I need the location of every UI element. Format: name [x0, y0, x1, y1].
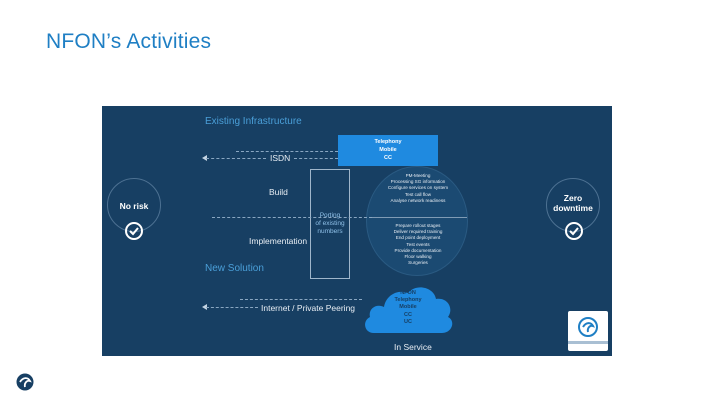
- build-label: Build: [269, 187, 288, 197]
- nfon-logo-icon: [578, 317, 598, 337]
- list-item: Deliver required training: [393, 229, 443, 235]
- nfon-logo-box: [568, 311, 608, 351]
- list-item: Floor walking: [404, 254, 432, 260]
- implementation-label: Implementation: [249, 236, 308, 246]
- activities-circle: [366, 166, 468, 276]
- divider-line-left: [212, 217, 372, 218]
- porting-line-2: of existing: [315, 220, 345, 227]
- isdn-label: ISDN: [270, 153, 291, 163]
- cloud-text: NFON Telephony Mobile CC UC: [380, 290, 436, 326]
- activity-list-top: PM-Meeting Processing SG information Con…: [368, 173, 468, 204]
- zero-downtime-line-1: Zero: [563, 193, 583, 203]
- list-item: End point deployment: [395, 235, 441, 241]
- list-item: Prepare rollout stages: [395, 223, 441, 228]
- list-item: Provide documentation: [394, 247, 442, 253]
- zero-downtime-label: Zero downtime: [540, 193, 606, 213]
- list-item: Configure services on system: [387, 185, 449, 191]
- telephony-box: Telephony Mobile CC: [338, 135, 438, 166]
- zero-downtime-line-2: downtime: [553, 203, 593, 213]
- isdn-line-right: [294, 158, 338, 159]
- porting-line-3: numbers: [317, 228, 343, 235]
- circle-divider: [372, 217, 467, 218]
- list-item: Test call flow: [404, 191, 432, 197]
- telephony-box-line-1: Telephony: [374, 139, 402, 145]
- list-item: Analyse network readiness: [390, 197, 446, 203]
- porting-line-1: Porting: [319, 212, 341, 219]
- porting-box: Porting of existing numbers: [310, 169, 350, 279]
- isdn-line-upper: [236, 151, 338, 152]
- telephony-box-line-2: Mobile: [379, 147, 397, 153]
- nfon-logo-icon: [16, 373, 34, 391]
- isdn-line-lower: [206, 158, 266, 159]
- in-service-label: In Service: [394, 342, 432, 352]
- cloud-line-3: Mobile: [399, 304, 417, 311]
- porting-text: Porting of existing numbers: [315, 212, 344, 236]
- list-item: Surgeries: [408, 260, 428, 266]
- internet-arrow-icon: [202, 304, 207, 310]
- list-item: Test events: [406, 241, 430, 247]
- internet-line-upper: [240, 299, 362, 300]
- list-item: PM-Meeting: [405, 173, 431, 178]
- activity-list-bottom: Prepare rollout stages Deliver required …: [368, 223, 468, 266]
- no-risk-label: No risk: [119, 201, 149, 211]
- activities-diagram: Existing Infrastructure ISDN Telephony M…: [102, 106, 612, 356]
- page-title: NFON’s Activities: [46, 30, 212, 53]
- cloud-line-5: UC: [404, 318, 412, 325]
- check-circle-icon: [125, 222, 143, 240]
- cloud-icon: [365, 287, 453, 333]
- new-solution-label: New Solution: [205, 263, 264, 274]
- list-item: Processing SG information: [390, 179, 446, 185]
- cloud-line-2: Telephony: [394, 297, 422, 304]
- cloud-line-4: CC: [404, 311, 412, 318]
- logo-caption-bar: [568, 341, 608, 344]
- internet-line-lower: [206, 307, 258, 308]
- existing-infrastructure-label: Existing Infrastructure: [205, 116, 302, 127]
- check-circle-icon: [565, 222, 583, 240]
- telephony-box-line-3: CC: [384, 155, 392, 161]
- cloud-line-1: NFON: [400, 290, 416, 296]
- internet-label: Internet / Private Peering: [261, 303, 356, 313]
- isdn-arrow-icon: [202, 155, 207, 161]
